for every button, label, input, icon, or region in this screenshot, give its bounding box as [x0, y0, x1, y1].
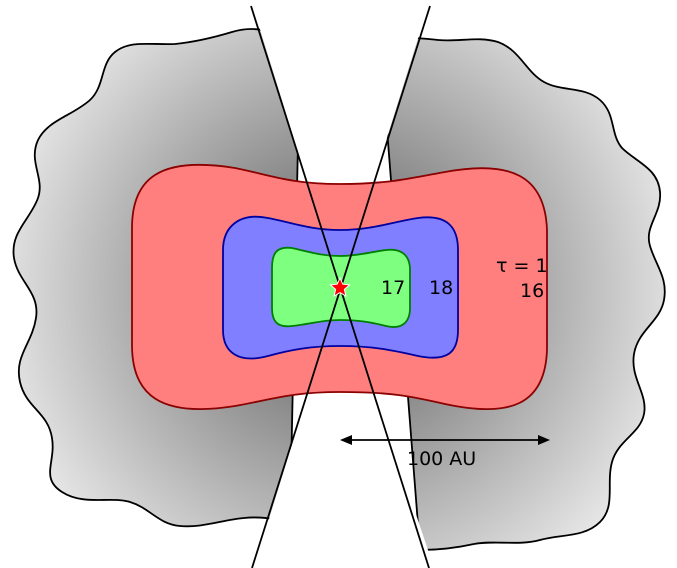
central-star-icon — [329, 276, 351, 298]
scale-bar-right-arrowhead-icon — [538, 435, 550, 445]
label-contour-18: 18 — [429, 277, 453, 299]
label-tau: τ = 1 — [496, 255, 548, 277]
scale-bar-left-arrowhead-icon — [340, 435, 352, 445]
label-contour-16: 16 — [520, 280, 544, 302]
scale-bar-label: 100 AU — [407, 448, 476, 470]
label-contour-17: 17 — [381, 277, 405, 299]
scale-bar: 100 AU — [340, 435, 550, 470]
